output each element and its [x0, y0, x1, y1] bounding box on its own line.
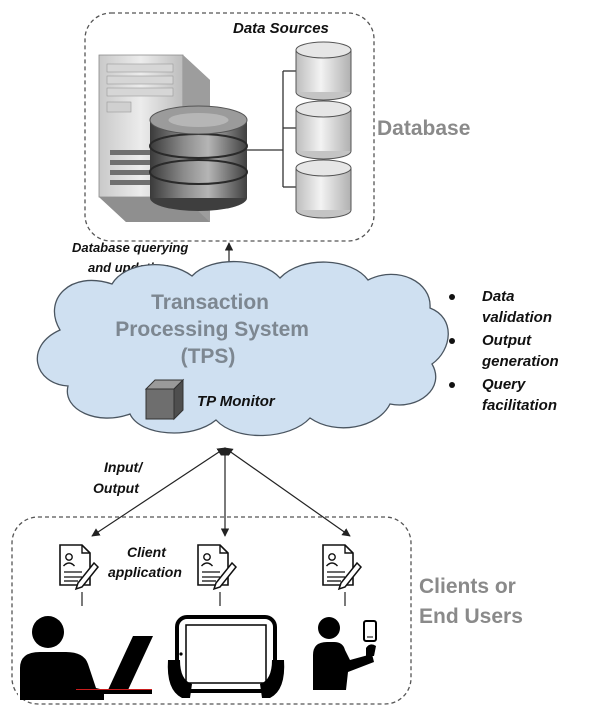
input-output-label: Input/ Output: [93, 459, 146, 496]
tp-monitor-label: TP Monitor: [197, 393, 276, 410]
tps-cloud: [36, 260, 449, 437]
document-pen-icon: [322, 544, 363, 591]
database-cylinder-icon: [295, 41, 352, 101]
database-cylinder-icon: [295, 100, 352, 160]
clients-label: Clients or End Users: [419, 575, 523, 628]
db-query-line-1: Database querying: [72, 240, 188, 255]
tablet-icon: [167, 615, 285, 698]
tps-title: Transaction Processing System (TPS): [115, 291, 315, 368]
database-label: Database: [377, 117, 470, 140]
tps-title-line-3: (TPS): [181, 345, 236, 368]
bullet-icon: [449, 338, 455, 344]
bullet-icon: [449, 294, 455, 300]
database-cylinder-icon: [295, 159, 352, 219]
io-arrows: [91, 447, 351, 537]
client-application-label: Client application: [108, 544, 182, 580]
tps-title-line-1: Transaction: [151, 291, 269, 314]
document-pen-icon: [59, 544, 100, 591]
function-item: Output generation: [481, 332, 559, 370]
function-item: Data validation: [482, 288, 552, 326]
tps-functions-list: Data validation Output generation Query …: [449, 288, 559, 414]
database-stack-icon: [149, 105, 248, 211]
database-connectors: [247, 70, 296, 188]
tp-monitor-cube-icon: [144, 378, 185, 421]
data-sources-box: [84, 12, 375, 242]
clients-box: [11, 516, 412, 705]
phone-user-icon: [313, 617, 377, 690]
tps-title-line-2: Processing System: [115, 318, 309, 341]
function-item: Query facilitation: [482, 376, 557, 414]
document-pen-icon: [197, 544, 238, 591]
data-sources-label: Data Sources: [233, 20, 329, 37]
laptop-user-icon: [18, 608, 174, 700]
bullet-icon: [449, 382, 455, 388]
